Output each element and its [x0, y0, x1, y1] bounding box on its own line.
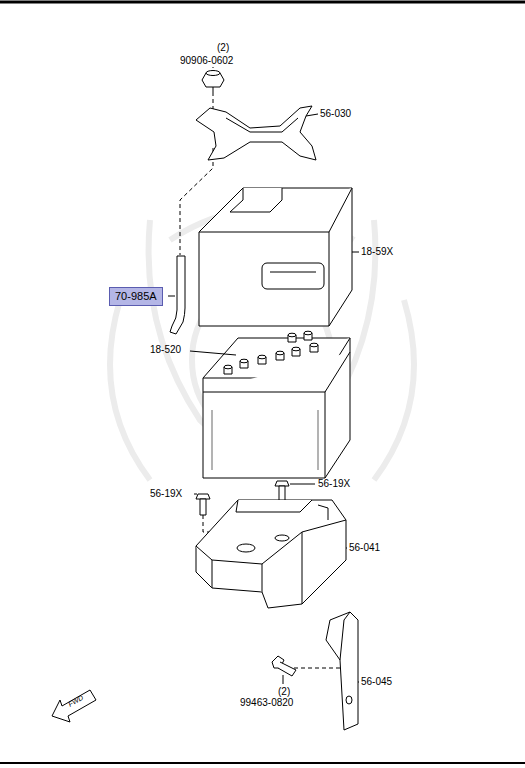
- leader-line: [168, 296, 175, 297]
- part-number: 90906-0602: [180, 55, 233, 67]
- battery-tray: [196, 500, 346, 608]
- bolt: [272, 656, 296, 676]
- leader-line: [306, 114, 318, 116]
- nut: [202, 71, 224, 93]
- leader-line: [290, 484, 315, 485]
- leader-line: [190, 351, 236, 355]
- assembly-line: [294, 668, 342, 669]
- part-number: 56-030: [320, 108, 351, 120]
- leader-line: [352, 252, 359, 253]
- part-number: 56-045: [361, 676, 392, 688]
- battery-caps: [224, 331, 318, 374]
- hold-down-rod: [170, 256, 185, 334]
- quantity-note: (2): [278, 686, 290, 698]
- quantity-note: (2): [217, 42, 229, 54]
- top-rule: [0, 1, 525, 4]
- part-number: 56-19X: [318, 478, 350, 490]
- tray-bracket: [326, 612, 358, 730]
- highlighted-part-box: 70-985A: [109, 287, 163, 306]
- leader-line: [283, 675, 284, 684]
- leader-line: [358, 682, 359, 683]
- forward-arrow: [52, 690, 96, 722]
- part-number: 18-520: [150, 344, 181, 356]
- leader-line: [346, 548, 347, 549]
- bottom-rule: [0, 762, 525, 764]
- part-number: 99463-0820: [240, 697, 293, 709]
- part-number: 70-985A: [110, 288, 162, 305]
- leader-line: [213, 67, 214, 68]
- part-number: 18-59X: [361, 246, 393, 258]
- battery-cover: [199, 188, 352, 326]
- part-number: 56-19X: [150, 488, 182, 500]
- battery: [203, 338, 350, 478]
- part-number: 56-041: [349, 542, 380, 554]
- hold-down-bracket: [196, 106, 316, 160]
- leader-line: [194, 494, 197, 495]
